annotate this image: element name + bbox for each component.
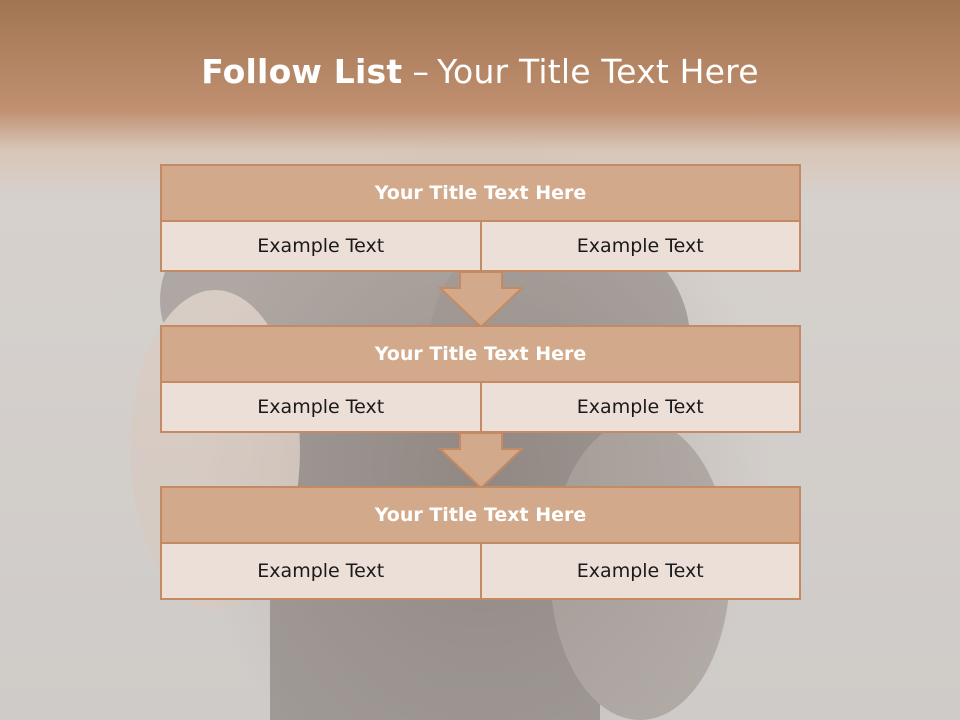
block-row: Example Text Example Text (160, 383, 801, 433)
block-row: Example Text Example Text (160, 222, 801, 272)
block-cell-right: Example Text (479, 544, 800, 598)
block-title: Your Title Text Here (160, 325, 801, 383)
follow-block-2: Your Title Text Here Example Text Exampl… (160, 325, 801, 433)
block-cell-left: Example Text (257, 235, 385, 257)
block-title: Your Title Text Here (160, 486, 801, 544)
follow-block-3: Your Title Text Here Example Text Exampl… (160, 486, 801, 600)
down-arrow-icon (438, 432, 524, 490)
slide-title: Follow List–Your Title Text Here (0, 52, 960, 91)
block-title: Your Title Text Here (160, 164, 801, 222)
block-row: Example Text Example Text (160, 544, 801, 600)
block-cell-right: Example Text (479, 383, 800, 431)
slide-title-dash: – (412, 52, 430, 91)
down-arrow-icon (438, 271, 524, 329)
follow-block-1: Your Title Text Here Example Text Exampl… (160, 164, 801, 272)
block-cell-left: Example Text (257, 560, 385, 582)
block-cell-right: Example Text (479, 222, 800, 270)
slide-title-rest: Your Title Text Here (437, 52, 759, 91)
slide-title-bold: Follow List (201, 52, 403, 91)
block-cell-left: Example Text (257, 396, 385, 418)
